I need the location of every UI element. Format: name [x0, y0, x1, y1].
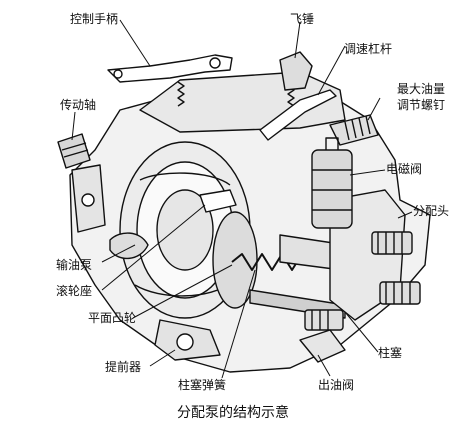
- label-cam-plate: 平面凸轮: [88, 311, 137, 325]
- drive-shaft: [57, 133, 91, 169]
- solenoid-valve: [311, 149, 353, 229]
- figure-caption: 分配泵的结构示意: [177, 405, 289, 421]
- label-advance-device: 提前器: [105, 360, 142, 374]
- label-plunger: 柱塞: [378, 346, 403, 360]
- label-max-fuel-screw-line2: 调节螺钉: [397, 98, 446, 112]
- label-roller-seat: 滚轮座: [56, 284, 93, 298]
- label-control-handle: 控制手柄: [70, 12, 119, 26]
- plunger-spring: [231, 253, 303, 271]
- label-feed-pump: 输油泵: [56, 258, 93, 272]
- governor-lever: [259, 89, 337, 141]
- control-handle: [107, 54, 233, 83]
- label-flyweight: 飞锤: [290, 12, 315, 26]
- outlet-fittings: [304, 231, 421, 331]
- label-drive-shaft: 传动轴: [60, 98, 97, 112]
- label-plunger-spring: 柱塞弹簧: [178, 378, 227, 392]
- label-governor-lever: 调速杠杆: [344, 42, 393, 56]
- label-solenoid-valve: 电磁阀: [386, 162, 423, 176]
- label-distributor-head: 分配头: [413, 204, 450, 218]
- flyweight: [279, 51, 313, 91]
- leader-lines: [71, 19, 413, 379]
- governor-spring: [177, 81, 185, 107]
- label-delivery-valve: 出油阀: [318, 378, 355, 392]
- label-max-fuel-screw-line1: 最大油量: [397, 82, 446, 96]
- delivery-valve: [299, 329, 346, 363]
